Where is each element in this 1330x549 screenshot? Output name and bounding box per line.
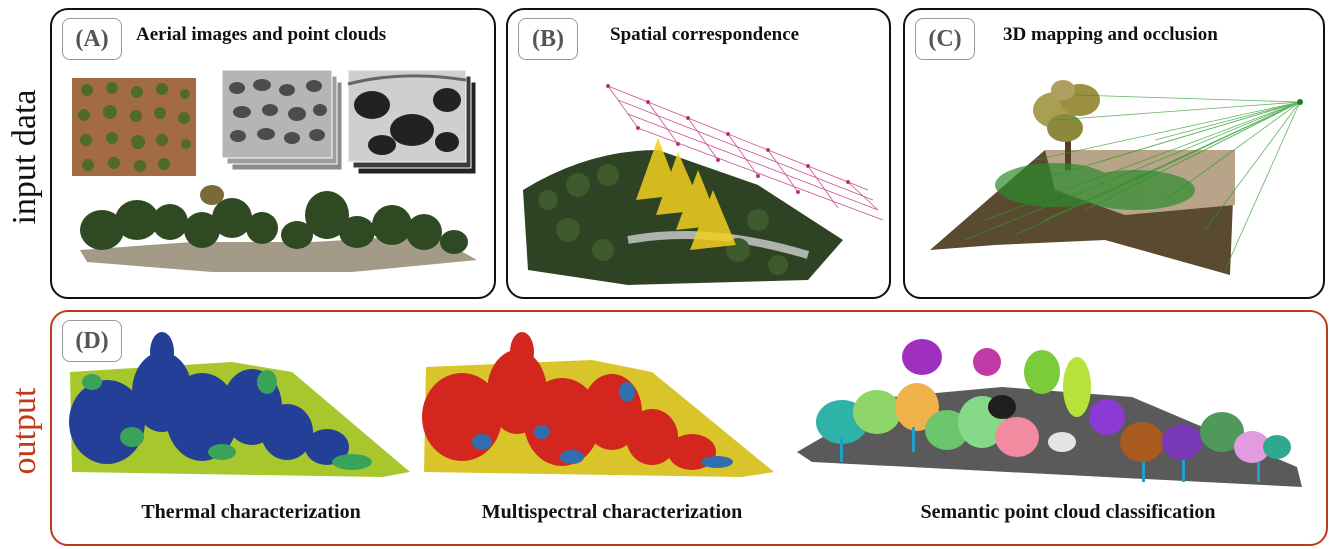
panel-c-title: 3D mapping and occlusion (1003, 24, 1218, 45)
multispectral-caption: Multispectral characterization (481, 501, 743, 523)
multispectral-image-stack (221, 69, 343, 171)
panel-b-tag: (B) (518, 18, 578, 60)
panel-a-title: Aerial images and point clouds (136, 24, 387, 45)
semantic-caption: Semantic point cloud classification (920, 501, 1216, 523)
thermal-point-cloud (69, 332, 410, 477)
panel-c-figure (930, 80, 1303, 275)
panel-a: (A) Aerial images and point clouds (50, 8, 496, 299)
panel-c: (C) 3D mapping and occlusion (903, 8, 1325, 299)
panel-b-title: Spatial correspondence (610, 24, 800, 45)
panel-d: (D) (50, 310, 1328, 546)
camera-frustums (636, 138, 736, 250)
output-label: output (6, 387, 43, 475)
panel-a-figure (72, 69, 477, 272)
panel-c-tag: (C) (915, 18, 975, 60)
panel-d-tag: (D) (62, 320, 122, 362)
multispectral-point-cloud (422, 332, 774, 477)
thermal-caption: Thermal characterization (141, 501, 361, 523)
thermal-image-stack (347, 69, 477, 175)
rgb-aerial-image (72, 78, 196, 176)
panel-b-figure (523, 84, 884, 285)
panel-d-figure (69, 332, 1302, 487)
camera-center-point (1297, 99, 1303, 105)
camera-pose-grid (607, 85, 884, 221)
input-data-label: input data (6, 89, 43, 225)
rgb-point-cloud (80, 185, 477, 272)
semantic-point-cloud (797, 339, 1302, 487)
panel-b: (B) Spatial correspondence (506, 8, 891, 299)
panel-a-tag: (A) (62, 18, 122, 60)
